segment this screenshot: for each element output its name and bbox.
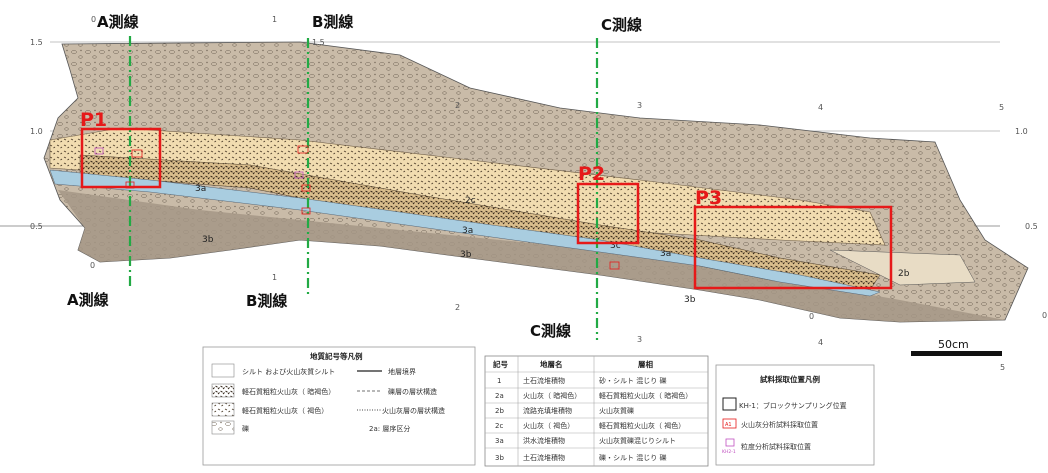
table-cell: 土石流堆積物 [523,453,565,462]
tick-label: 0 [91,15,96,24]
grain-sample-swatch [725,438,735,447]
left-axis: 1.5 1.0 0.5 [30,38,43,231]
layer-label: 3a [195,184,206,194]
legend-geology: 地質記号等凡例 シルト および火山灰質シルト 軽石質粗粒火山灰（ 暗褐色） 軽石… [202,346,476,466]
table-cell: 2a [495,392,504,400]
gravel-swatch [211,420,235,435]
table-cell: 火山灰（ 褐色） [523,421,574,430]
table-cell: 土石流堆積物 [523,376,565,385]
layer-label: 3a [660,249,671,259]
table-header: 記号 [493,359,508,369]
dark-ash-swatch [211,383,235,398]
right-axis: 1.0 0.5 0 [1015,127,1047,320]
layer-label: 3b [460,250,472,260]
survey-line-a-label-bottom: A測線 [67,291,109,309]
silt-swatch [211,363,235,378]
legend-item-label: 火山灰層の層状構造 [382,406,445,415]
layer-label: 3b [684,295,696,305]
tick-label: 0 [809,312,814,321]
table-cell: 軽石質粗粒火山灰（ 暗褐色） [599,391,692,400]
survey-line-a-label-top: A測線 [97,13,139,31]
legend-item-label: 軽石質粗粒火山灰（ 暗褐色） [242,387,335,396]
table-cell: 軽石質粗粒火山灰（ 褐色） [599,421,685,430]
strata-table: 記号 地層名 層相 1 土石流堆積物 砂・シルト 混じり 礫 2a 火山灰（ 暗… [484,355,709,467]
table-header: 地層名 [540,359,563,369]
tick-label: 0 [1042,311,1047,320]
legend-item-label: 地層境界 [388,367,416,376]
channel-fill [829,249,976,286]
legend-sampling-title: 試料採取位置凡例 [760,374,820,384]
table-cell: 1 [497,377,501,385]
legend-item-label: 軽石質粗粒火山灰（ 褐色） [242,406,328,415]
legend-item-label: 礫層の層状構造 [388,387,437,396]
tick-label: 1.5 [312,38,325,47]
layer-label: 3a [462,226,473,236]
layer-label: 2b [898,269,910,279]
tick-label: 1.0 [30,127,43,136]
legend-sampling: 試料採取位置凡例 KH-1：ブロックサンプリング位置 A1 火山灰分析試料採取位… [715,364,875,466]
survey-line-c-label-top: C測線 [601,16,642,34]
table-cell: 3b [495,454,504,462]
panel-label-p3: P3 [695,187,722,209]
ash-sample-swatch [722,418,737,429]
table-cell: 洪水流堆積物 [523,436,565,445]
tick-label: 5 [999,103,1004,112]
table-cell: 2b [495,407,504,415]
legend-item-label: KH-1：ブロックサンプリング位置 [739,401,847,410]
layer-labels: 3a 3a 3b 3b 3b 2c 2b 3c 3a [195,184,910,305]
top-distance-labels: 0 1 1.5 2 3 4 5 [91,15,1004,112]
panel-frame-p1 [80,127,162,189]
grain-sample-tag: KH2-1 [722,449,736,455]
flood-silt-band [49,169,881,297]
scale-bar-label: 50cm [938,338,969,351]
legend-geology-title: 地質記号等凡例 [310,351,363,361]
table-cell: 3a [495,437,504,445]
table-cell: 砂・シルト 混じり 礫 [599,376,666,385]
tick-label: 1.0 [1015,127,1028,136]
layer-label: 2c [465,196,476,206]
tick-label: 1.5 [30,38,43,47]
tick-label: 1 [272,15,277,24]
panel-label-p2: P2 [578,163,605,185]
tick-label: 0 [90,261,95,270]
tick-label: 0.5 [1025,222,1038,231]
tick-label: 3 [637,101,642,110]
legend-item-label: 火山灰分析試料採取位置 [741,420,818,429]
tick-label: 1 [272,273,277,282]
layer-label: 3b [202,235,214,245]
legend-item-label: 礫 [242,424,249,433]
tick-label: 4 [818,338,823,347]
panel-frames [80,127,893,290]
layer-label: 3c [610,241,621,251]
tick-label: 2 [455,303,460,312]
panel-label-p1: P1 [80,109,107,131]
table-cell: 礫・シルト 混じり 礫 [599,453,666,462]
legend-item-label: 粒度分析試料採取位置 [741,442,811,451]
legend-item-label: 2a: 層序区分 [369,424,410,433]
brown-ash-swatch [211,402,235,417]
panel-frame-p2 [576,182,640,245]
survey-line-b-label-top: B測線 [312,13,353,31]
scale-bar [911,351,1002,356]
table-cell: 火山灰質礫混じりシルト [599,436,676,445]
tick-label: 2 [455,101,460,110]
table-cell: 流路充填堆積物 [523,406,572,415]
table-header: 層相 [638,359,653,369]
ash-sample-tag: A1 [725,422,732,428]
survey-line-c-label-bottom: C測線 [530,322,571,340]
block-sample-swatch [722,397,737,411]
table-cell: 火山灰（ 暗褐色） [523,391,581,400]
tick-label: 3 [637,335,642,344]
bottom-distance-labels: 0 1 2 3 4 5 0 [90,261,1005,372]
table-cell: 2c [495,422,503,430]
survey-line-b-label-bottom: B測線 [246,292,287,310]
legend-item-label: シルト および火山灰質シルト [242,367,335,376]
tick-label: 4 [818,103,823,112]
tick-label: 5 [1000,363,1005,372]
tick-label: 0.5 [30,222,43,231]
panel-frame-p3 [693,205,893,290]
survey-lines [128,36,599,340]
table-cell: 火山灰質礫 [599,406,634,415]
